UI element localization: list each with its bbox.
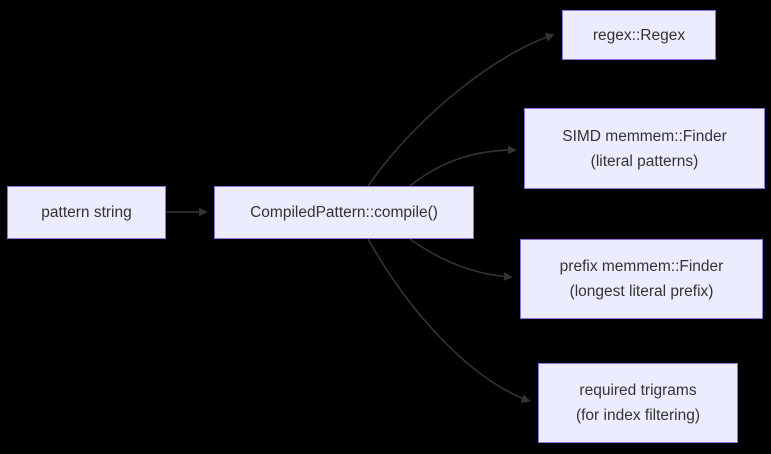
edge-compile-to-regex — [367, 32, 555, 187]
node-label-line2: (longest literal prefix) — [569, 283, 714, 300]
edge-compile-to-simd — [409, 145, 517, 187]
node-label-line2: (for index filtering) — [575, 407, 701, 424]
node-label: regex::Regex — [592, 26, 686, 44]
node-label-line2: (literal patterns) — [590, 152, 699, 170]
node-label-line1: prefix memmem::Finder — [559, 258, 724, 275]
node-compiled-pattern-compile: CompiledPattern::compile() — [214, 186, 474, 239]
node-label-line1: SIMD memmem::Finder — [562, 127, 727, 145]
node-regex-regex: regex::Regex — [562, 10, 716, 60]
node-label: CompiledPattern::compile() — [250, 204, 438, 221]
edge-compile-to-trigrams — [367, 238, 531, 403]
edge-compile-to-prefix — [409, 238, 513, 282]
node-label: pattern string — [41, 204, 132, 221]
node-pattern-string: pattern string — [7, 186, 166, 239]
node-label-line1: required trigrams — [579, 382, 697, 399]
node-prefix-memmem-finder: prefix memmem::Finder (longest literal p… — [520, 239, 763, 319]
node-simd-memmem-finder: SIMD memmem::Finder (literal patterns) — [524, 108, 765, 189]
node-required-trigrams: required trigrams (for index filtering) — [538, 363, 738, 443]
